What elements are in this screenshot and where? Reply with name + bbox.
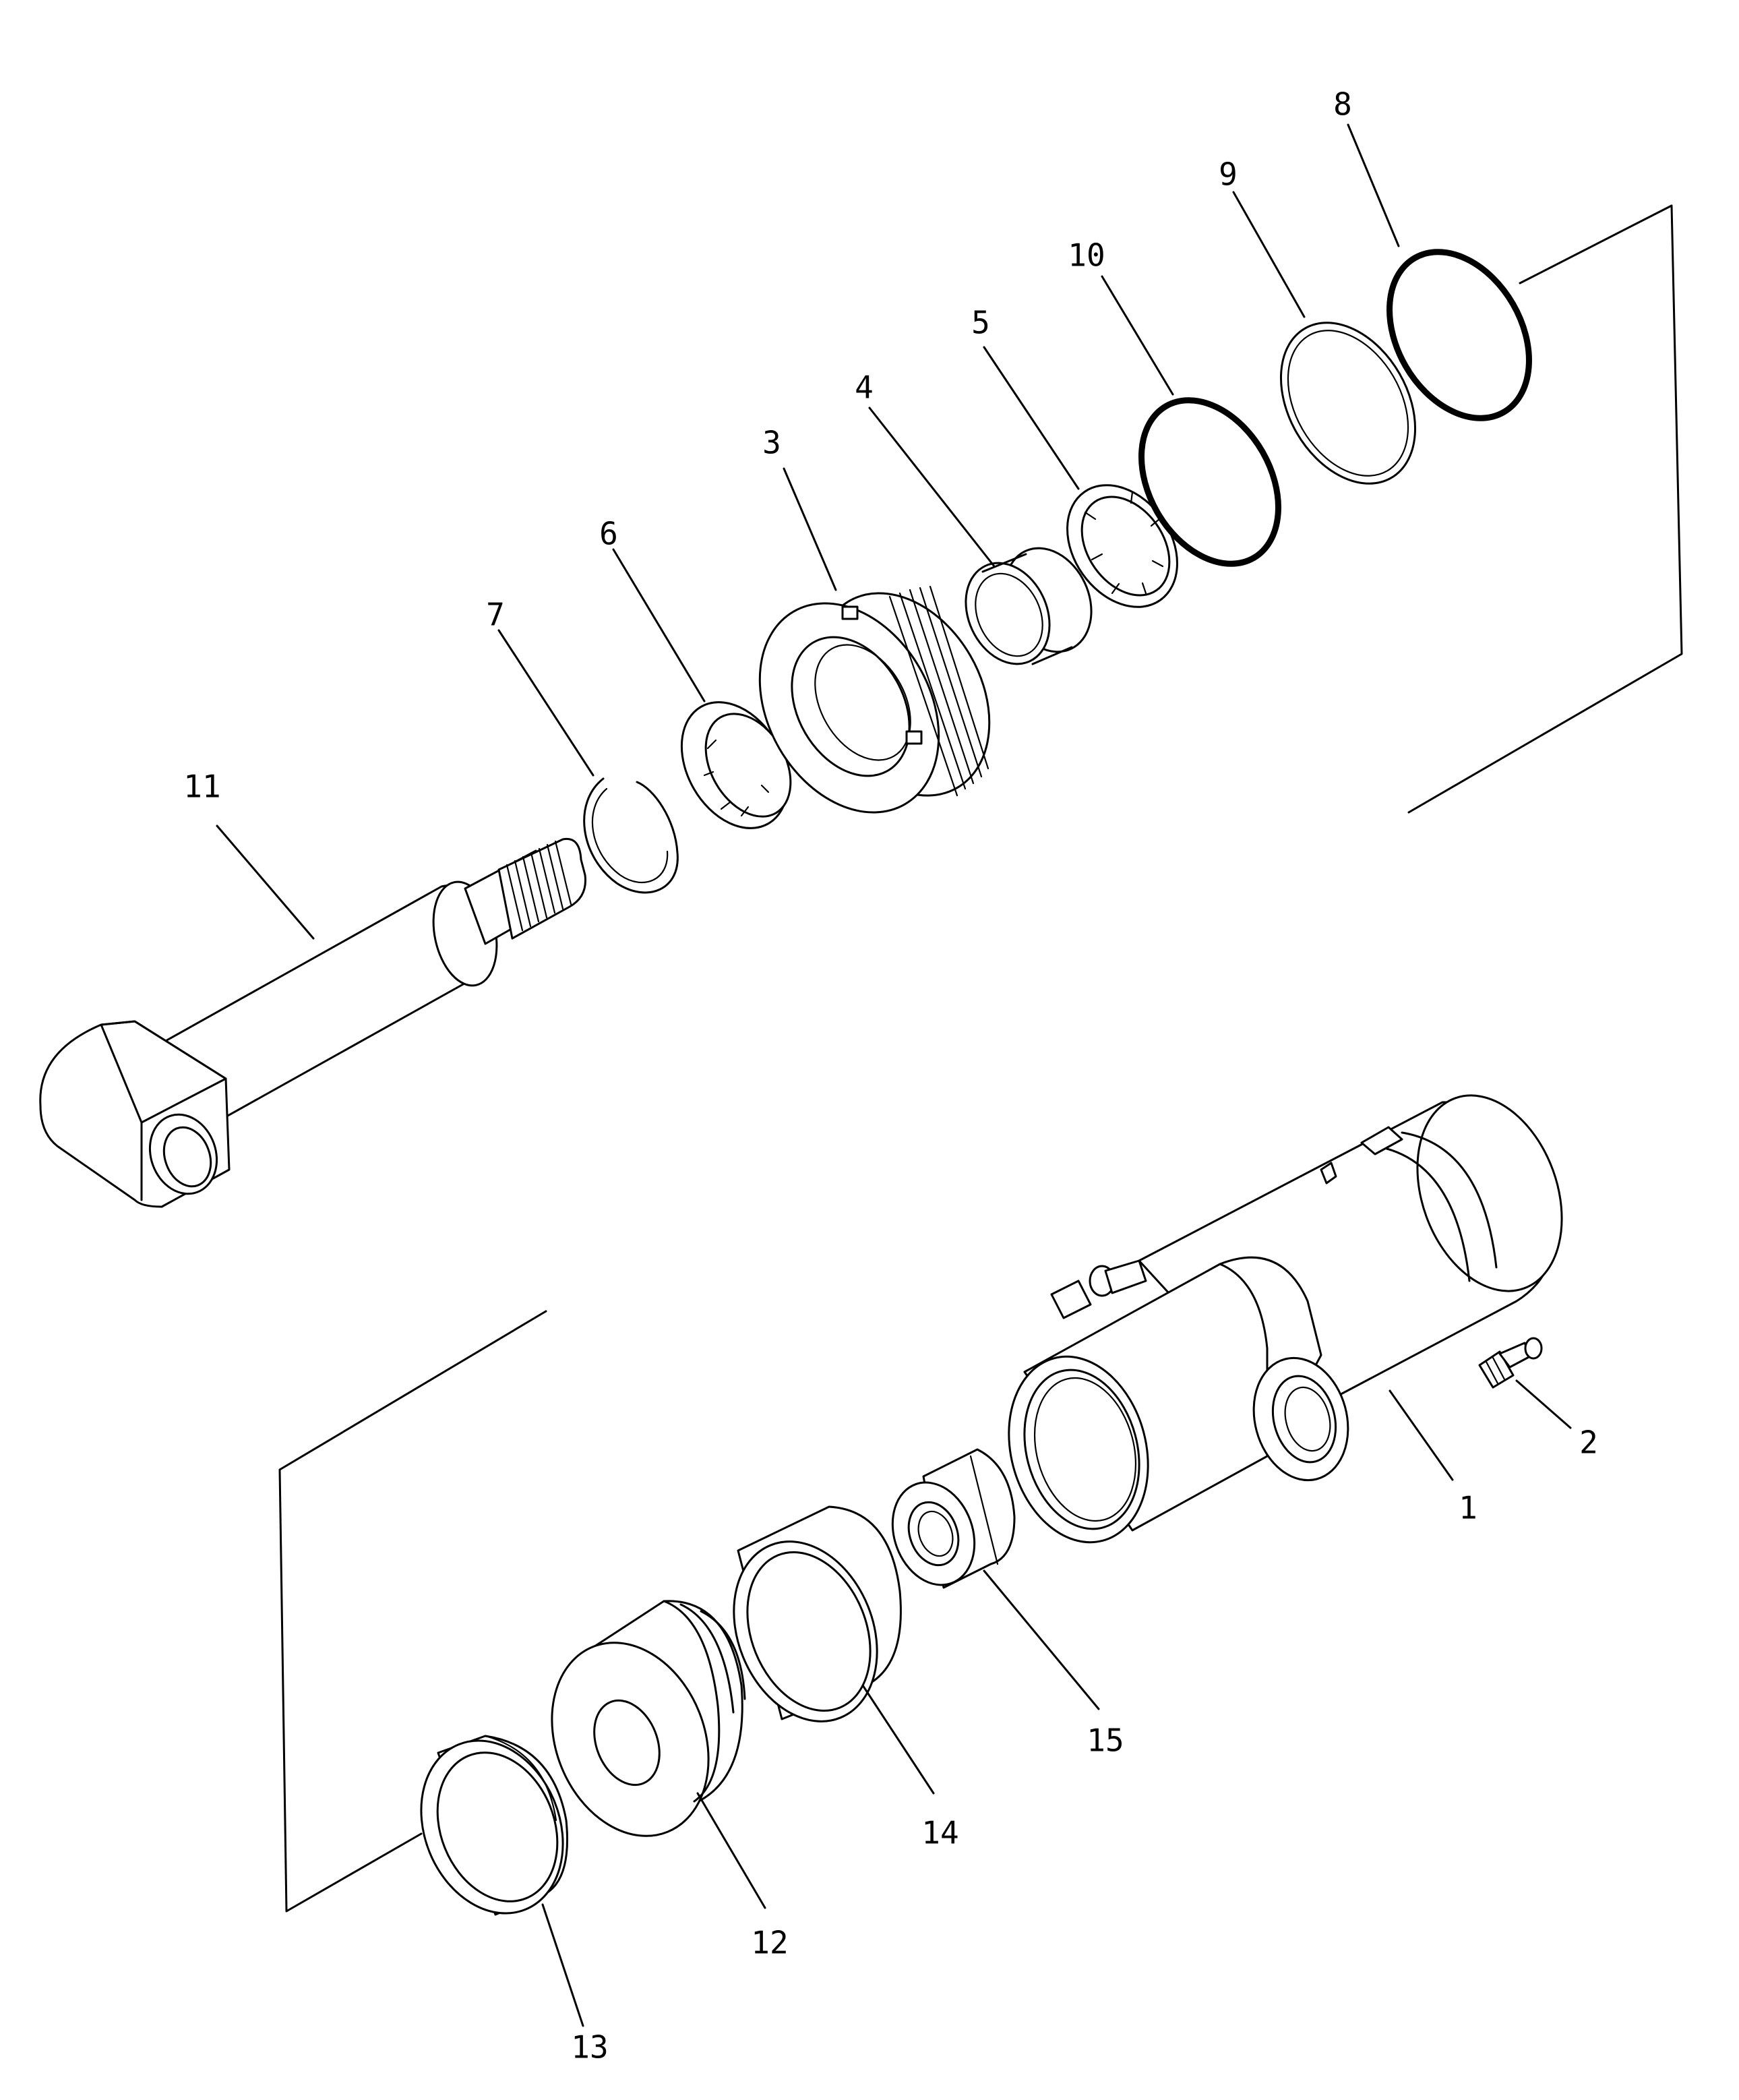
part-3-cylinder-head: [758, 585, 991, 814]
part-8-o-ring: [1386, 249, 1532, 421]
part-2-grease-fitting: [1478, 1337, 1543, 1389]
lower-group-bracket: [278, 1310, 547, 1913]
callout-5: 5: [971, 305, 990, 341]
leader-13: [541, 1903, 584, 2027]
leader-lines: [216, 123, 1572, 2027]
callout-3: 3: [762, 425, 781, 461]
callout-10: 10: [1068, 237, 1105, 274]
part-5-seal: [1066, 484, 1178, 608]
leader-15: [983, 1569, 1100, 1710]
callout-4: 4: [855, 369, 874, 406]
callout-13: 13: [571, 2029, 608, 2066]
part-13-piston-seal: [420, 1735, 569, 1916]
part-4-bushing: [965, 547, 1093, 665]
callout-14: 14: [921, 1815, 958, 1851]
callout-1: 1: [1459, 1490, 1477, 1526]
leader-1: [1389, 1389, 1454, 1481]
callout-11: 11: [183, 769, 220, 805]
callout-8: 8: [1333, 86, 1352, 123]
leader-7: [497, 629, 594, 777]
callout-2: 2: [1579, 1424, 1598, 1461]
leader-8: [1347, 123, 1400, 247]
part-9-backup-ring: [1279, 322, 1417, 485]
part-1-cylinder-tube: [1008, 1094, 1563, 1544]
part-15-nut: [891, 1448, 1016, 1589]
part-6-wear-ring: [680, 701, 792, 829]
leader-9: [1232, 191, 1306, 318]
leader-12: [696, 1792, 766, 1909]
callout-15: 15: [1087, 1722, 1124, 1759]
leader-10: [1101, 275, 1174, 396]
part-11-piston-rod: [39, 837, 587, 1208]
leader-6: [612, 548, 706, 702]
callout-6: 6: [599, 516, 618, 552]
leader-14: [861, 1684, 935, 1795]
part-14-wear-ring: [733, 1505, 902, 1722]
part-12-piston: [551, 1600, 746, 1837]
part-7-snap-ring: [583, 777, 679, 894]
upper-group-bracket: [1407, 204, 1683, 814]
leader-5: [983, 346, 1080, 490]
part-10-o-ring: [1138, 397, 1281, 567]
leader-11: [216, 824, 315, 940]
leader-3: [783, 467, 837, 591]
callout-12: 12: [751, 1925, 788, 1961]
leader-4: [868, 407, 996, 568]
callout-7: 7: [486, 597, 505, 633]
callout-9: 9: [1219, 156, 1238, 193]
leader-2: [1515, 1379, 1572, 1429]
